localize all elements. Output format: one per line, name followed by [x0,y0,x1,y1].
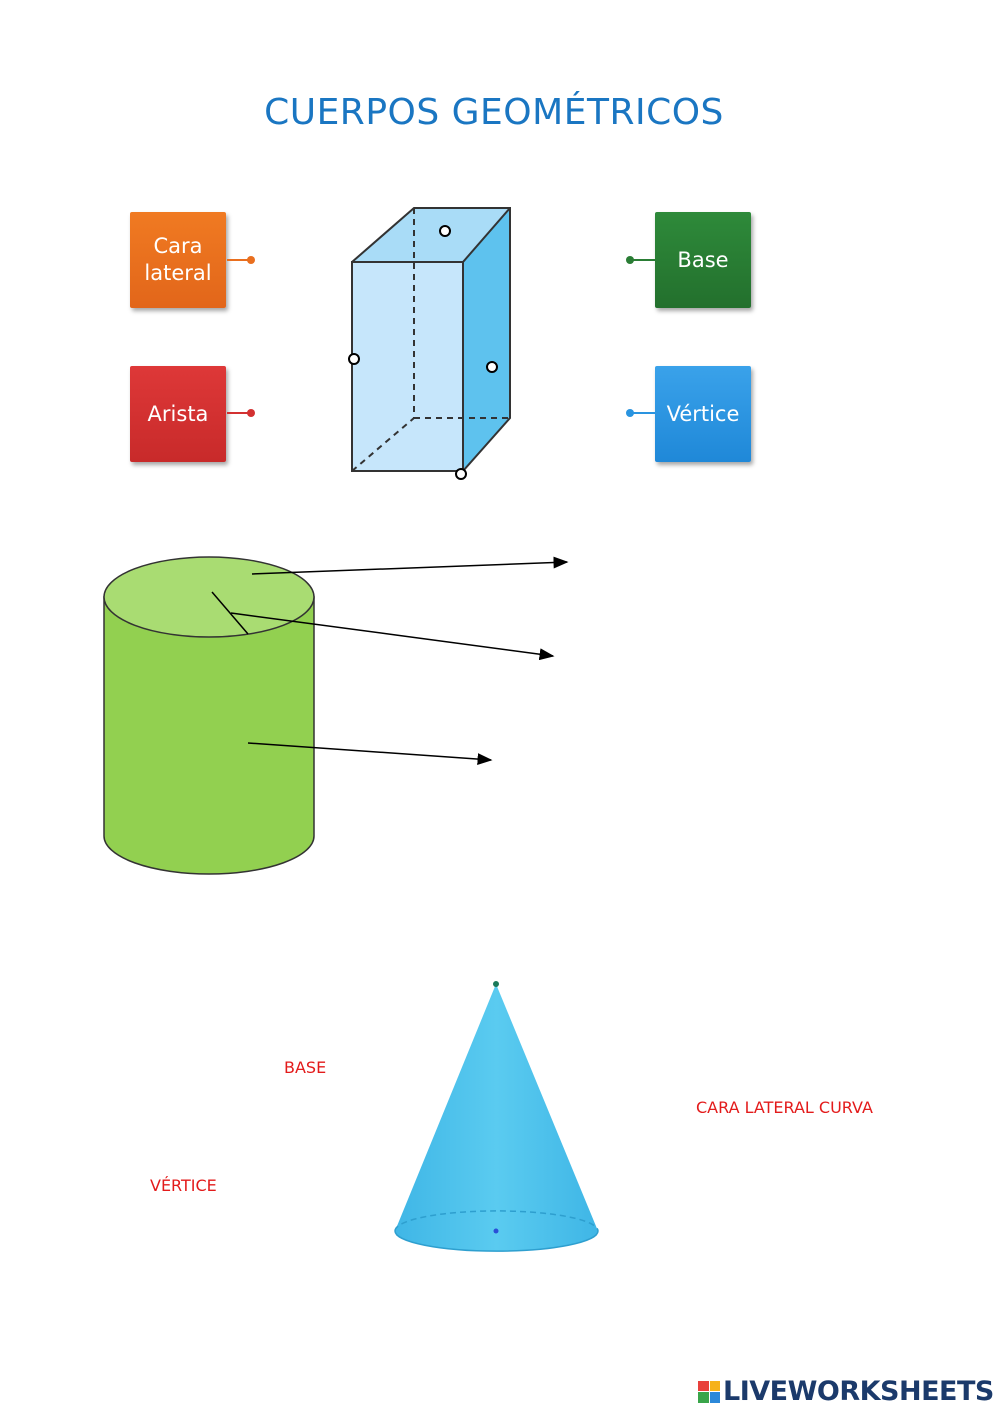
cone-label-base[interactable]: BASE [284,1058,327,1077]
label-arista-text: Arista [147,401,209,426]
rectangular-prism [351,207,511,472]
cone-label-cara-lateral-curva[interactable]: CARA LATERAL CURVA [696,1098,873,1117]
liveworksheets-logo: LIVEWORKSHEETS [698,1376,994,1407]
cone [394,981,599,1252]
logo-mark-icon [698,1380,720,1403]
cone-apex [493,981,499,987]
label-vertice[interactable]: Vértice [655,366,751,462]
label-base-text: Base [677,247,729,272]
label-cara-lateral[interactable]: Cara lateral [130,212,226,308]
page-title: CUERPOS GEOMÉTRICOS [264,92,724,133]
label-arista[interactable]: Arista [130,366,226,462]
cylinder-arrows [230,556,569,766]
drop-target-side-face[interactable] [486,361,498,373]
drop-target-left-edge[interactable] [348,353,360,365]
label-vertice-text: Vértice [666,401,740,426]
cone-label-vertice[interactable]: VÉRTICE [150,1176,217,1195]
cylinder [103,556,315,875]
label-base[interactable]: Base [655,212,751,308]
label-cara-lateral-text: Cara lateral [144,234,212,285]
drop-target-top-face[interactable] [439,225,451,237]
cone-base-center [493,1228,499,1234]
label-connectors [227,256,655,417]
drop-target-bottom-vertex[interactable] [455,468,467,480]
logo-text: LIVEWORKSHEETS [723,1376,994,1407]
